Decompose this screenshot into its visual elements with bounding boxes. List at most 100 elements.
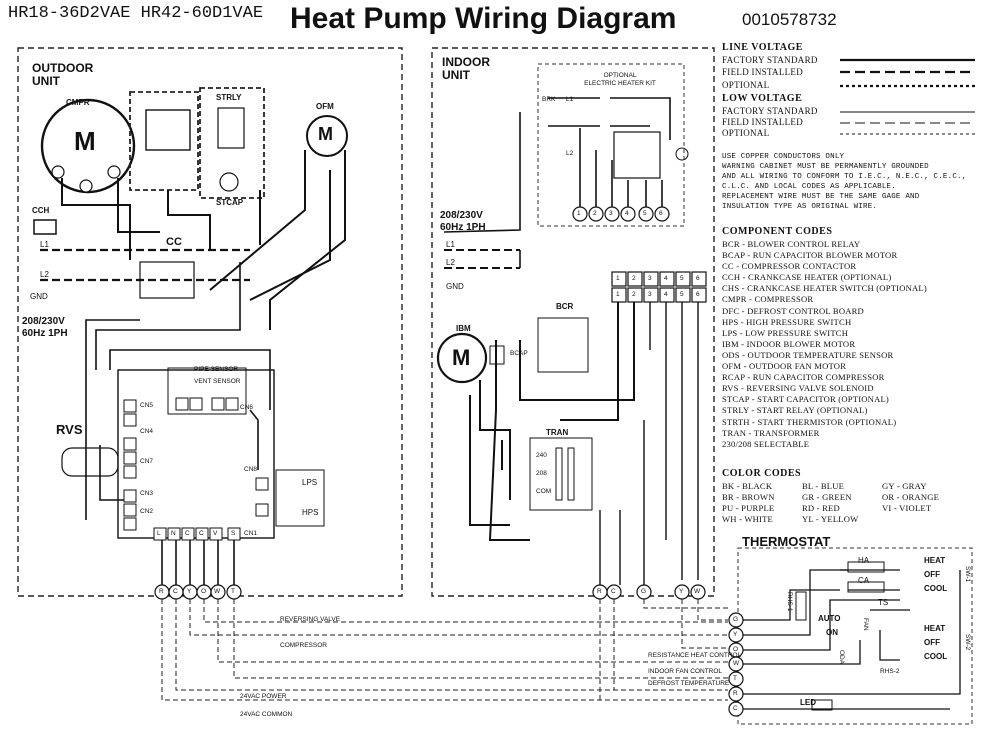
tran-box xyxy=(529,437,593,511)
tstat-fan: FAN xyxy=(862,618,869,631)
component-code: DFC - DEFROST CONTROL BOARD xyxy=(722,305,864,316)
outdoor-terminal-c: C xyxy=(173,588,178,595)
strly-label: STRLY xyxy=(216,93,242,102)
legend-lv-optional: OPTIONAL xyxy=(722,80,770,90)
tstat-terminal-y: Y xyxy=(733,631,738,638)
lps-label: LPS xyxy=(302,478,318,487)
tstat-off-2: OFF xyxy=(924,638,940,647)
indoor-terminal-w: W xyxy=(694,588,701,595)
lps-hps-box xyxy=(275,469,325,527)
component-code: ODS - OUTDOOR TEMPERATURE SENSOR xyxy=(722,349,894,360)
bcr-relay xyxy=(537,317,589,373)
rhs1 xyxy=(795,591,807,621)
wire-reversing-valve: REVERSING VALVE xyxy=(280,616,341,623)
outdoor-l2-label: L2 xyxy=(40,270,49,279)
ofm-label: OFM xyxy=(316,102,334,111)
board-terminal-v: V xyxy=(213,530,218,537)
board-row2-6: 6 xyxy=(696,291,700,298)
part-number: 0010578732 xyxy=(742,10,837,29)
component-code: TRAN - TRANSFORMER xyxy=(722,427,820,438)
tran-coil-a xyxy=(555,447,563,501)
cn6-label: CN6 xyxy=(240,404,254,411)
heater-terminal-3: 3 xyxy=(609,210,613,217)
wire-24vac-power: 24VAC POWER xyxy=(240,693,287,700)
wire-indoor-fan: INDOOR FAN CONTROL xyxy=(648,668,723,675)
outdoor-terminal-r: R xyxy=(159,588,164,595)
legend-low-optional: OPTIONAL xyxy=(722,128,770,138)
strly-box xyxy=(199,87,265,199)
tstat-terminal-g: G xyxy=(733,616,739,623)
compressor-terminal-s xyxy=(107,165,121,179)
tstat-terminal-c: C xyxy=(733,705,738,712)
legend-line-voltage: LINE VOLTAGE xyxy=(722,42,803,53)
compressor-terminal-c xyxy=(51,165,65,179)
component-code: RVS - REVERSING VALVE SOLENOID xyxy=(722,383,874,394)
board-row1-5: 5 xyxy=(680,275,684,282)
wire-resistance-heat: RESISTANCE HEAT CONTROL xyxy=(648,652,742,659)
tstat-ha: HA xyxy=(858,556,870,565)
ofm-circle xyxy=(306,115,348,157)
tstat-on: ON xyxy=(826,628,838,637)
ibm-circle xyxy=(436,332,488,384)
heater-terminal-4: 4 xyxy=(625,210,629,217)
rvs-coil xyxy=(61,447,119,477)
indoor-terminal-g: G xyxy=(641,588,647,595)
cn4-label: CN4 xyxy=(140,428,154,435)
tran-coil-b xyxy=(567,447,575,501)
rcap-body xyxy=(145,109,191,151)
page-title: Heat Pump Wiring Diagram xyxy=(290,2,677,35)
heater-brk-label: BRK xyxy=(542,96,556,103)
heater-kit-border xyxy=(537,63,685,227)
bcap-label: BCAP xyxy=(510,350,528,357)
indoor-unit-border xyxy=(431,47,715,597)
outdoor-gnd-label: GND xyxy=(30,292,48,301)
indoor-terminal-r: R xyxy=(597,588,602,595)
pipe-sensor-label: PIPE SENSOR xyxy=(194,366,239,373)
board-row2-5: 5 xyxy=(680,291,684,298)
outdoor-terminal-o: O xyxy=(201,588,207,595)
cn8-label: CN8 xyxy=(244,466,258,473)
legend-notes: USE COPPER CONDUCTORS ONLY WARNING CABIN… xyxy=(722,153,967,211)
cmpr-label: CMPR xyxy=(66,98,90,107)
tstat-rhs2: RHS-2 xyxy=(880,668,900,675)
component-code: BCR - BLOWER CONTROL RELAY xyxy=(722,239,861,249)
tstat-cool-2: COOL xyxy=(924,652,948,661)
tstat-off-1: OFF xyxy=(924,570,940,579)
tran-tap-208: 208 xyxy=(536,470,547,477)
indoor-l2-label: L2 xyxy=(446,258,455,267)
component-code: STRTH - START THERMISTOR (OPTIONAL) xyxy=(722,416,897,427)
rvs-label: RVS xyxy=(56,422,83,437)
tstat-rhs1: RHS-1 xyxy=(786,592,793,612)
wire-24vac-common: 24VAC COMMON xyxy=(240,711,293,718)
cch-heater xyxy=(33,219,57,235)
board-terminal-c1: C xyxy=(185,530,190,537)
component-codes-title: COMPONENT CODES xyxy=(722,226,833,237)
tstat-sw2: SW-2 xyxy=(964,634,971,651)
stcap-label: STCAP xyxy=(216,198,244,207)
board-terminal-n: N xyxy=(171,530,176,537)
hps-label: HPS xyxy=(302,508,319,517)
component-code: BCAP - RUN CAPACITOR BLOWER MOTOR xyxy=(722,250,898,261)
component-code: CC - COMPRESSOR CONTACTOR xyxy=(722,261,857,272)
board-row2-1: 1 xyxy=(616,291,620,298)
board-terminal-c2: C xyxy=(199,530,204,537)
tstat-ca: CA xyxy=(858,576,870,585)
tstat-oda: ODA xyxy=(838,650,845,665)
stcap-circle xyxy=(219,172,239,192)
heater-l1-label: L1 xyxy=(566,96,574,103)
component-codes-list: BCR - BLOWER CONTROL RELAY BCAP - RUN CA… xyxy=(722,239,927,450)
component-code: LPS - LOW PRESSURE SWITCH xyxy=(722,327,849,338)
cch-label: CCH xyxy=(32,206,50,215)
heater-terminal-6: 6 xyxy=(659,210,663,217)
tran-tap-240: 240 xyxy=(536,452,547,459)
indoor-terminal-y: Y xyxy=(679,588,684,595)
board-row2-3: 3 xyxy=(648,291,652,298)
tran-label: TRAN xyxy=(546,428,569,437)
board-terminal-s: S xyxy=(231,530,236,537)
cn2-label: CN2 xyxy=(140,508,154,515)
tran-tap-com: COM xyxy=(536,488,552,495)
board-row1-4: 4 xyxy=(664,275,668,282)
cn1-label: CN1 xyxy=(244,530,258,537)
